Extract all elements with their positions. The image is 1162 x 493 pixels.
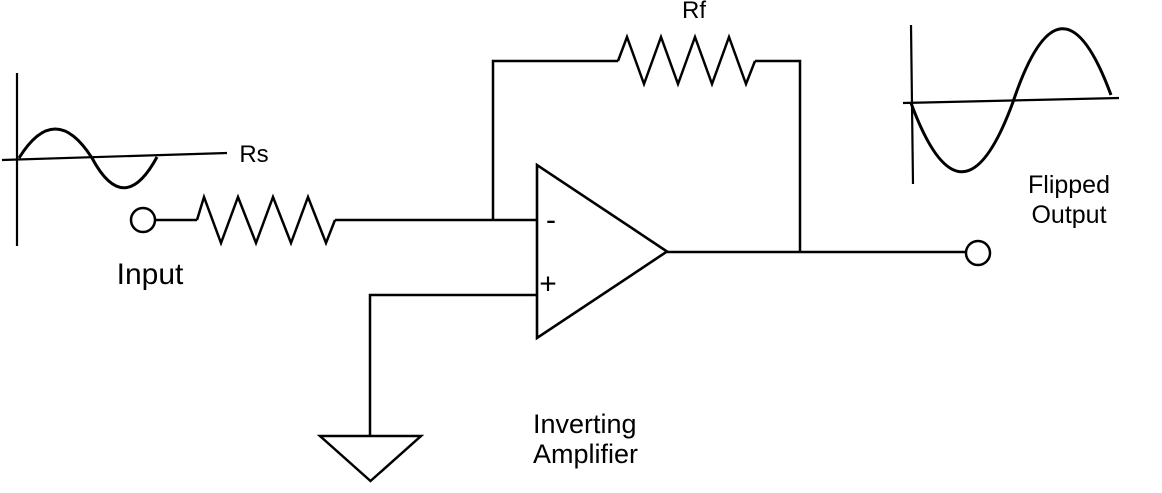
flipped-output-label-line1: Flipped [1028, 171, 1110, 199]
input-terminal-circle [129, 206, 157, 234]
resistor-rs-zigzag [195, 193, 337, 247]
feedback-wire-right [755, 59, 802, 252]
output-terminal-circle [964, 239, 992, 267]
opamp-minus-sign: - [546, 204, 556, 237]
output-graph-x-axis [902, 96, 1120, 105]
resistor-rf-zigzag [616, 33, 757, 88]
ground-symbol [316, 434, 425, 483]
circuit-linework [1, 24, 1120, 483]
resistor-rs-label: Rs [239, 141, 268, 168]
noninverting-input-wire [368, 293, 537, 436]
opamp-triangle [535, 162, 670, 341]
input-sine-wave [17, 127, 159, 190]
input-graph-x-axis [1, 151, 228, 162]
output-waveform-graph [902, 24, 1120, 185]
caption-label-line1: Inverting [533, 409, 637, 439]
output-sine-wave [909, 27, 1113, 174]
diagram-labels: Rs Rf Input Flipped Output Inverting Amp… [117, 0, 1110, 469]
input-label: Input [117, 258, 184, 291]
caption-label-line2: Amplifier [533, 439, 638, 469]
opamp-plus-sign: + [539, 268, 557, 301]
flipped-output-label-line2: Output [1031, 201, 1106, 229]
feedback-wire-left [491, 59, 618, 220]
input-waveform-graph [1, 73, 228, 246]
resistor-rf-label: Rf [682, 0, 706, 24]
